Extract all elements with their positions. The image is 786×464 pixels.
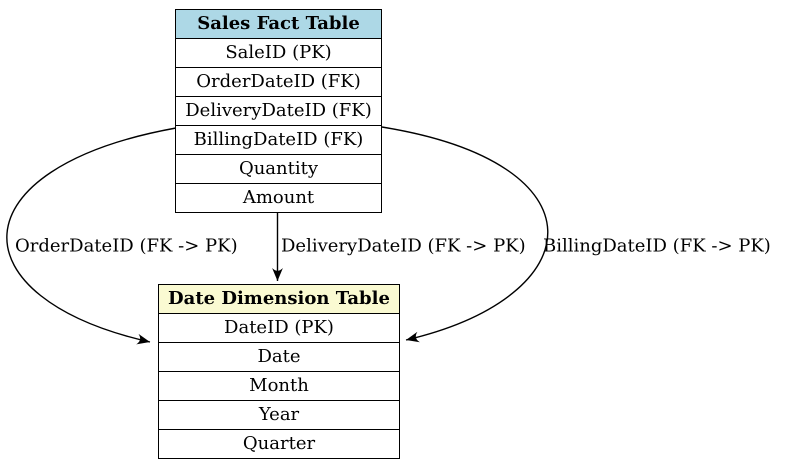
date-dimension-table-header: Date Dimension Table: [159, 285, 399, 314]
field-row: Quantity: [176, 154, 381, 183]
field-row: SaleID (PK): [225, 42, 332, 63]
field-row: Quarter: [159, 429, 399, 458]
sales-fact-table-fields: SaleID (PK) OrderDateID (FK)DeliveryDateI…: [176, 39, 381, 212]
field-row: Date: [159, 342, 399, 371]
edge-order-date-arrow: [6, 127, 177, 345]
field-row: Year: [159, 400, 399, 429]
field-row: DateID (PK): [224, 317, 334, 338]
sales-fact-table: Sales Fact Table SaleID (PK) OrderDateID …: [175, 9, 382, 213]
sales-fact-table-header: Sales Fact Table: [176, 10, 381, 39]
edge-label-order-date: OrderDateID (FK -> PK): [15, 235, 238, 257]
field-row: DeliveryDateID (FK): [176, 96, 381, 125]
edge-label-billing-date: BillingDateID (FK -> PK): [543, 235, 771, 257]
field-row: Amount: [176, 183, 381, 212]
field-row: BillingDateID (FK): [176, 125, 381, 154]
field-row: OrderDateID (FK): [176, 67, 381, 96]
field-row: Month: [159, 371, 399, 400]
edge-billing-date-arrow: [381, 126, 549, 343]
edge-label-delivery-date: DeliveryDateID (FK -> PK): [281, 235, 526, 257]
